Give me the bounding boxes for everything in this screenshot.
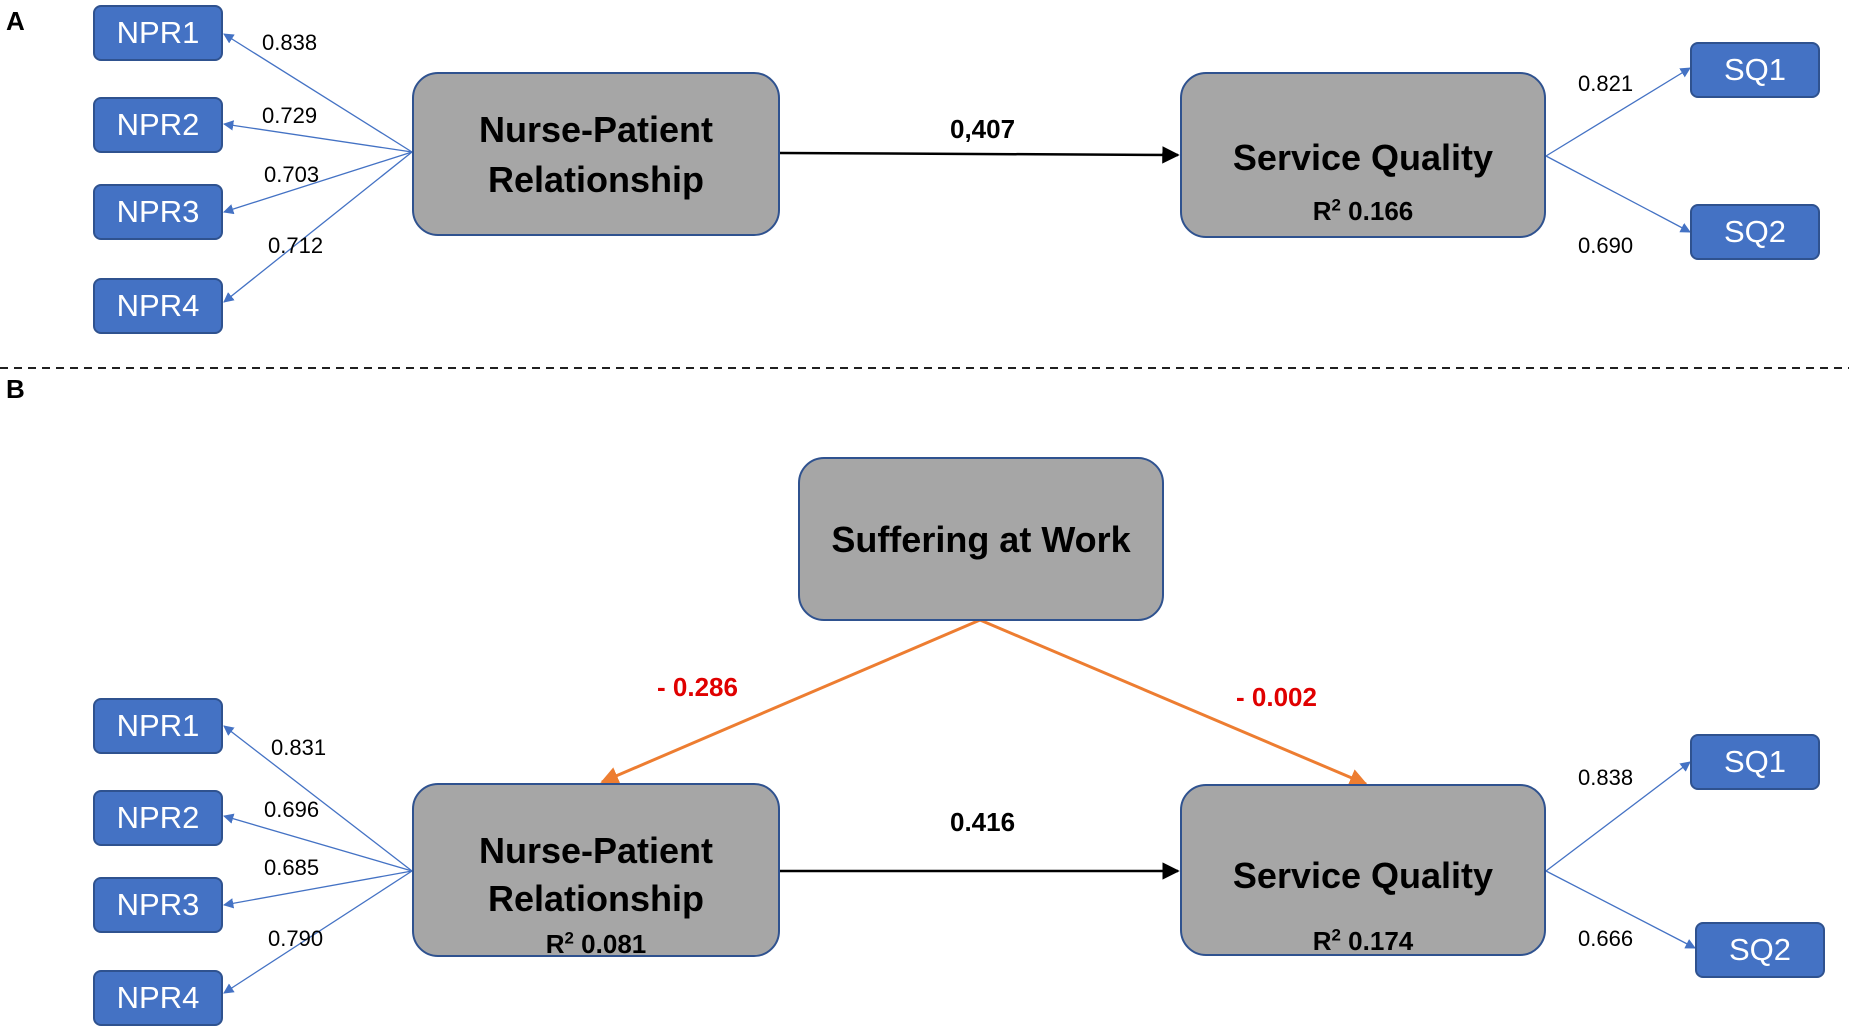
a-loading-npr3: 0.703	[264, 162, 320, 187]
a-indicator-npr1: NPR1	[93, 5, 223, 61]
a-loading-arrow-npr4	[223, 151, 413, 303]
a-loading-arrow-sq2	[1545, 155, 1691, 233]
b-indicator-npr1: NPR1	[93, 698, 223, 754]
b-indicator-sq1: SQ1	[1690, 734, 1820, 790]
a-construct-nurse-patient-line2: Relationship	[487, 159, 705, 200]
b-construct-suffering-at-work: Suffering at Work	[798, 457, 1164, 621]
a-loading-npr4: 0.712	[268, 233, 324, 258]
a-loading-npr1: 0.838	[262, 30, 318, 55]
a-path-arrow	[779, 146, 1180, 164]
b-loading-npr2: 0.696	[264, 797, 320, 822]
a-construct-nurse-patient-line1: Nurse-Patient	[478, 109, 714, 150]
b-path-coefficient: 0.416	[950, 807, 1016, 837]
a-loading-arrow-npr3	[223, 151, 413, 215]
b-moderator-coef-sq: - 0.002	[1236, 682, 1317, 712]
a-loading-arrow-npr2	[222, 120, 413, 153]
b-moderator-arrow-sq	[979, 618, 1368, 786]
b-loading-npr3: 0.685	[264, 855, 320, 880]
a-loading-sq2: 0.690	[1578, 233, 1634, 258]
b-construct-service-quality-title: Service Quality	[1232, 855, 1494, 896]
b-loading-arrow-sq1	[1545, 761, 1691, 872]
a-indicator-npr2: NPR2	[93, 97, 223, 153]
a-loading-sq1: 0.821	[1578, 71, 1634, 96]
b-loading-arrow-npr3	[222, 870, 413, 909]
panel-b-label: B	[6, 374, 25, 404]
a-indicator-sq1: SQ1	[1690, 42, 1820, 98]
a-indicator-npr4: NPR4	[93, 278, 223, 334]
b-loading-npr4: 0.790	[268, 926, 324, 951]
b-moderator-coef-npr: - 0.286	[657, 672, 738, 702]
b-loading-arrow-npr1	[223, 725, 413, 872]
a-indicator-npr3: NPR3	[93, 184, 223, 240]
a-loading-npr2: 0.729	[262, 103, 318, 128]
b-loading-arrow-npr2	[223, 813, 413, 872]
a-construct-service-quality-r2: R2 0.166	[1312, 195, 1414, 226]
b-loading-arrow-sq2	[1545, 870, 1696, 949]
b-indicator-sq2: SQ2	[1695, 922, 1825, 978]
b-construct-nurse-patient-r2: R2 0.081	[545, 928, 647, 959]
b-construct-service-quality-r2: R2 0.174	[1312, 925, 1414, 956]
a-construct-service-quality: Service Quality R2 0.166	[1180, 72, 1546, 238]
a-loading-arrow-npr1	[223, 33, 413, 153]
a-indicator-sq2: SQ2	[1690, 204, 1820, 260]
a-path-coefficient: 0,407	[950, 114, 1016, 144]
b-construct-service-quality: Service Quality R2 0.174	[1180, 784, 1546, 956]
a-construct-nurse-patient: Nurse-Patient Relationship	[412, 72, 780, 236]
a-construct-service-quality-title: Service Quality	[1232, 137, 1494, 178]
b-construct-suffering-title: Suffering at Work	[831, 519, 1131, 560]
b-moderator-arrow-npr	[600, 618, 981, 784]
b-loading-arrow-npr4	[223, 870, 413, 994]
b-loading-npr1: 0.831	[271, 735, 327, 760]
b-loading-sq2: 0.666	[1578, 926, 1634, 951]
panel-a-label: A	[6, 6, 25, 36]
b-indicator-npr4: NPR4	[93, 970, 223, 1026]
b-indicator-npr3: NPR3	[93, 877, 223, 933]
b-construct-nurse-patient: Nurse-Patient Relationship R2 0.081	[412, 783, 780, 959]
b-loading-sq1: 0.838	[1578, 765, 1634, 790]
b-construct-nurse-patient-line2: Relationship	[487, 878, 705, 919]
b-construct-nurse-patient-line1: Nurse-Patient	[478, 830, 714, 871]
a-loading-arrow-sq1	[1545, 67, 1691, 157]
b-indicator-npr2: NPR2	[93, 790, 223, 846]
